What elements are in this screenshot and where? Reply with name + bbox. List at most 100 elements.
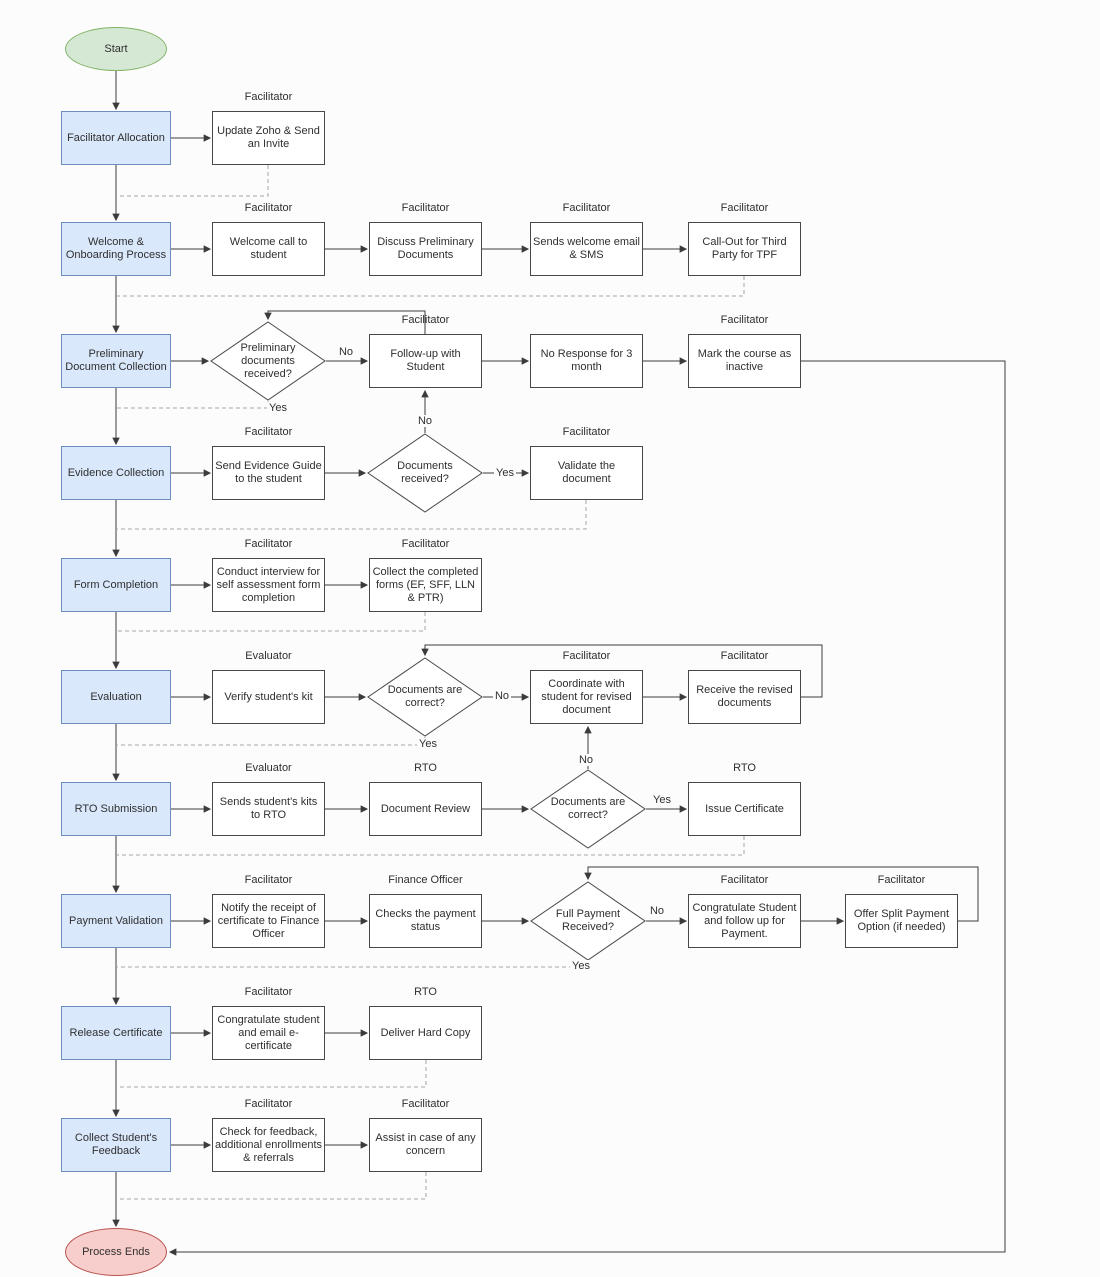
role-label: Facilitator (244, 874, 293, 886)
step-label: Congratulate Student and follow up for P… (692, 901, 797, 940)
stage-label: Form Completion (73, 578, 159, 591)
step-no-response: No Response for 3 month (530, 334, 643, 388)
edge-label-no: No (415, 415, 435, 427)
edge-label-yes: Yes (651, 794, 673, 806)
stage-label: Facilitator Allocation (67, 131, 165, 144)
stage-label: Preliminary Document Collection (65, 348, 167, 373)
role-label: RTO (414, 986, 437, 998)
role-label: Facilitator (720, 874, 769, 886)
step-label: Assist in case of any concern (375, 1132, 476, 1157)
dashed-issue-cert (117, 836, 745, 856)
step-label: No Response for 3 month (540, 348, 633, 373)
step-label: Discuss Preliminary Documents (377, 236, 474, 261)
step-label: Coordinate with student for revised docu… (541, 677, 632, 716)
edge-label-no: No (336, 346, 356, 358)
stage-welcome-onboarding: Welcome & Onboarding Process (61, 222, 171, 276)
step-label: Call-Out for Third Party for TPF (702, 236, 787, 261)
stage-rto-submission: RTO Submission (61, 782, 171, 836)
role-label: Facilitator (720, 314, 769, 326)
role-label: Facilitator (244, 1098, 293, 1110)
role-label: RTO (414, 762, 437, 774)
edge-label-no: No (576, 754, 596, 766)
decision-label: Documents are correct? (387, 684, 463, 709)
role-label: Facilitator (244, 426, 293, 438)
decision-full-payment-received: Full Payment Received? (530, 881, 646, 961)
decision-preliminary-docs-received: Preliminary documents received? (210, 321, 326, 401)
role-label: Facilitator (562, 426, 611, 438)
step-label: Send Evidence Guide to the student (215, 460, 322, 485)
step-label: Validate the document (557, 460, 616, 485)
step-label: Mark the course as inactive (697, 348, 792, 373)
role-label: Facilitator (401, 314, 450, 326)
role-label: Finance Officer (388, 874, 463, 886)
decision-label: Full Payment Received? (555, 908, 621, 933)
step-label: Collect the completed forms (EF, SFF, LL… (372, 565, 479, 604)
step-label: Congratulate student and email e-certifi… (217, 1013, 320, 1052)
stage-evidence-collection: Evidence Collection (61, 446, 171, 500)
dashed-update-zoho (117, 165, 269, 197)
step-label: Notify the receipt of certificate to Fin… (217, 901, 320, 940)
stage-label: RTO Submission (74, 802, 158, 815)
role-label: Facilitator (720, 202, 769, 214)
diamond-shape (210, 321, 326, 401)
step-label: Receive the revised documents (696, 684, 793, 709)
edge-label-yes: Yes (570, 960, 592, 972)
dashed-assist (117, 1172, 427, 1200)
edge-label-no: No (492, 690, 512, 702)
stage-collect-feedback: Collect Student's Feedback (61, 1118, 171, 1172)
role-label: Facilitator (401, 202, 450, 214)
connector-followup-loop (264, 310, 426, 334)
role-label: Facilitator (877, 874, 926, 886)
start-terminal: Start (65, 27, 167, 71)
end-terminal: Process Ends (65, 1228, 167, 1276)
decision-label: Documents are correct? (550, 796, 626, 821)
dashed-payment-yes (117, 961, 589, 968)
stage-form-completion: Form Completion (61, 558, 171, 612)
role-label: Facilitator (244, 538, 293, 550)
diamond-shape (367, 433, 483, 513)
diamond-shape (367, 657, 483, 737)
connector-revised-loop (421, 644, 823, 698)
role-label: Facilitator (244, 202, 293, 214)
step-label: Check for feedback, additional enrollmen… (215, 1125, 323, 1164)
role-label: Facilitator (401, 1098, 450, 1110)
stage-release-certificate: Release Certificate (61, 1006, 171, 1060)
dashed-eval-yes (117, 737, 426, 746)
step-label: Sends welcome email & SMS (533, 236, 640, 261)
stage-preliminary-doc-collection: Preliminary Document Collection (61, 334, 171, 388)
step-label: Follow-up with Student (390, 348, 461, 373)
step-label: Offer Split Payment Option (if needed) (853, 908, 950, 933)
step-label: Checks the payment status (375, 908, 476, 933)
dashed-deliver-copy (117, 1060, 427, 1088)
stage-label: Collect Student's Feedback (74, 1132, 158, 1157)
connector-split-loop (584, 866, 979, 922)
role-label: Facilitator (401, 538, 450, 550)
diamond-shape (530, 769, 646, 849)
role-label: Facilitator (720, 650, 769, 662)
end-label: Process Ends (82, 1245, 150, 1258)
stage-label: Release Certificate (69, 1026, 163, 1039)
role-label: Facilitator (562, 202, 611, 214)
role-label: Facilitator (244, 91, 293, 103)
